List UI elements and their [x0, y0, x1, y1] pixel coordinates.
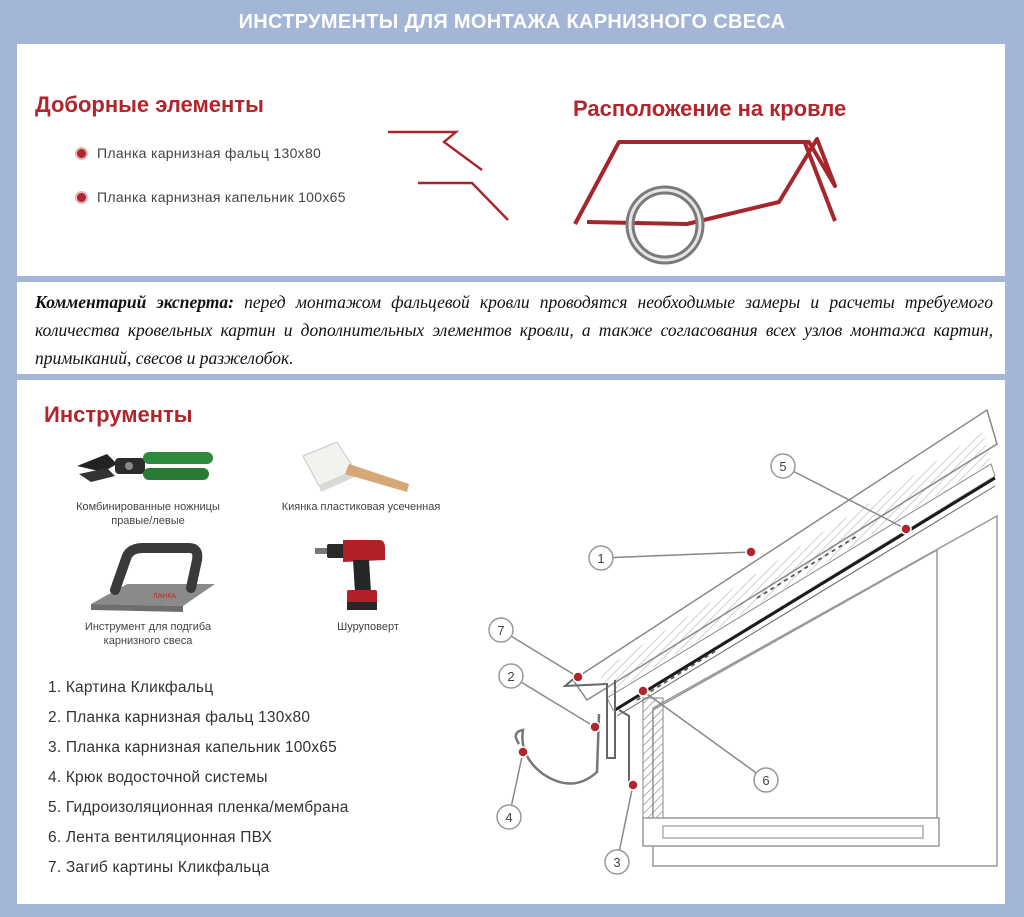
legend-item: 6. Лента вентиляционная ПВХ [48, 829, 273, 846]
screwdriver-icon [315, 540, 385, 610]
comment-label: Комментарий эксперта: [35, 292, 234, 312]
expert-comment: Комментарий эксперта: перед монтажом фал… [35, 288, 993, 372]
svg-text:2: 2 [507, 669, 514, 684]
bullet-icon [77, 148, 86, 158]
wall-structure [642, 514, 998, 867]
callout-2: 2 [498, 663, 524, 689]
shears-icon [77, 452, 213, 482]
tool-caption-bending-tool: Инструмент для подгиба карнизного свеса [84, 621, 212, 647]
comment-text: перед монтажом фальцевой кровли проводят… [35, 292, 993, 368]
callout-1: 1 [588, 545, 614, 571]
svg-text:7: 7 [497, 623, 504, 638]
svg-text:1: 1 [597, 551, 604, 566]
callout-dots [517, 523, 912, 791]
callout-3: 3 [604, 849, 630, 875]
legend-item: 7. Загиб картины Кликфальца [48, 859, 270, 876]
roof-outline [573, 137, 837, 226]
tools-heading: Инструменты [44, 402, 193, 427]
location-heading: Расположение на кровле [573, 96, 847, 121]
elements-item-label: Планка карнизная капельник 100х65 [97, 189, 346, 205]
tool-caption-mallet: Киянка пластиковая усеченная [281, 501, 441, 513]
tool-caption-shears: Комбинированные ножницы правые/левые [76, 501, 220, 527]
svg-text:ЛАНКА: ЛАНКА [153, 593, 176, 600]
page-title: ИНСТРУМЕНТЫ ДЛЯ МОНТАЖА КАРНИЗНОГО СВЕСА [238, 10, 786, 33]
bending-tool-icon: ЛАНКА [91, 543, 215, 612]
eave-flashing-profile [388, 130, 483, 171]
elements-panel: Доборные элементы Планка карнизная фальц… [17, 44, 1005, 276]
eave-profile [514, 673, 630, 788]
elements-item-label: Планка карнизная фальц 130х80 [97, 145, 322, 161]
callout-5: 5 [770, 453, 796, 479]
roof-outline-right [803, 142, 837, 222]
mallet-icon [302, 441, 409, 492]
callout-7: 7 [488, 617, 514, 643]
eave-assembly-diagram: 1 5 7 2 4 3 6 [488, 408, 998, 875]
legend-item: 1. Картина Кликфальц [48, 679, 214, 696]
callout-leaders [500, 465, 907, 863]
elements-heading: Доборные элементы [35, 92, 264, 117]
drip-edge-profile [418, 181, 509, 221]
tools-panel: Инструменты Комбинированные ножницы прав… [17, 380, 1005, 904]
elements-item: Планка карнизная фальц 130х80 [77, 145, 321, 161]
roof-location-diagram [573, 137, 837, 265]
bullet-icon [77, 192, 86, 202]
svg-text:4: 4 [505, 810, 512, 825]
legend-item: 2. Планка карнизная фальц 130х80 [48, 709, 311, 726]
legend-item: 3. Планка карнизная капельник 100х65 [48, 739, 337, 756]
svg-text:3: 3 [613, 855, 620, 870]
comment-panel: Комментарий эксперта: перед монтажом фал… [17, 282, 1005, 374]
callout-4: 4 [496, 804, 522, 830]
svg-text:6: 6 [762, 773, 769, 788]
legend-item: 4. Крюк водосточной системы [48, 769, 268, 786]
roof-layers [571, 408, 998, 717]
svg-text:5: 5 [779, 459, 786, 474]
callout-6: 6 [753, 767, 779, 793]
title-bar: ИНСТРУМЕНТЫ ДЛЯ МОНТАЖА КАРНИЗНОГО СВЕСА [0, 0, 1024, 44]
legend-item: 5. Гидроизоляционная пленка/мембрана [48, 799, 349, 816]
elements-item: Планка карнизная капельник 100х65 [77, 189, 346, 205]
tool-caption-screwdriver: Шуруповерт [337, 621, 399, 633]
flashing-profiles-illustration [388, 130, 509, 221]
